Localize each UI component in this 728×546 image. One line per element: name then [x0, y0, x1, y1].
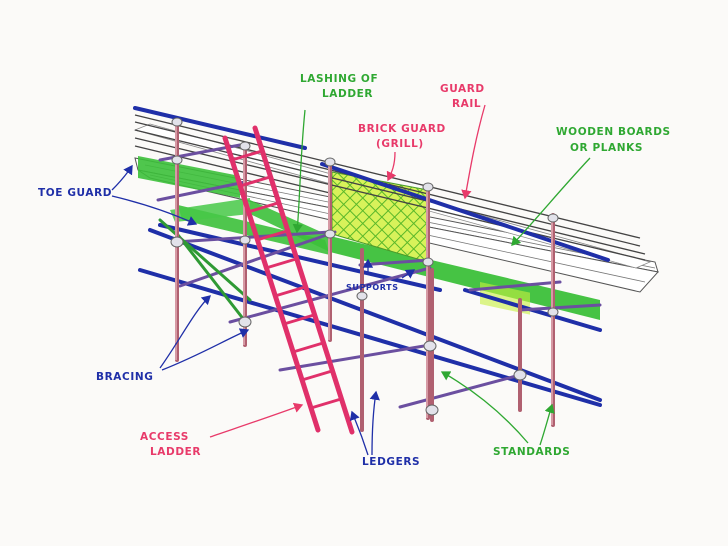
access-ladder — [222, 125, 355, 435]
label-lashing-2: LADDER — [322, 88, 373, 100]
label-wooden-1: WOODEN BOARDS — [556, 126, 671, 138]
clamps — [170, 117, 559, 416]
label-ledgers: LEDGERS — [362, 456, 420, 468]
label-lashing-1: LASHING OF — [300, 73, 378, 85]
label-access-2: LADDER — [150, 446, 201, 458]
label-wooden-2: OR PLANKS — [570, 142, 643, 154]
arrow-icon — [111, 104, 591, 456]
label-toe-guard: TOE GUARD — [38, 187, 112, 199]
label-guard-2: RAIL — [452, 98, 481, 110]
label-bracing: BRACING — [96, 371, 153, 383]
label-guard-1: GUARD — [440, 83, 485, 95]
label-brick-1: BRICK GUARD — [358, 123, 446, 135]
diagram-labels: LASHING OF LADDER GUARD RAIL BRICK GUARD… — [38, 73, 671, 468]
label-standards: STANDARDS — [493, 446, 570, 458]
label-supports: SUPPORTS — [346, 283, 399, 292]
label-access-1: ACCESS — [140, 431, 189, 443]
label-brick-2: (GRILL) — [376, 138, 424, 150]
